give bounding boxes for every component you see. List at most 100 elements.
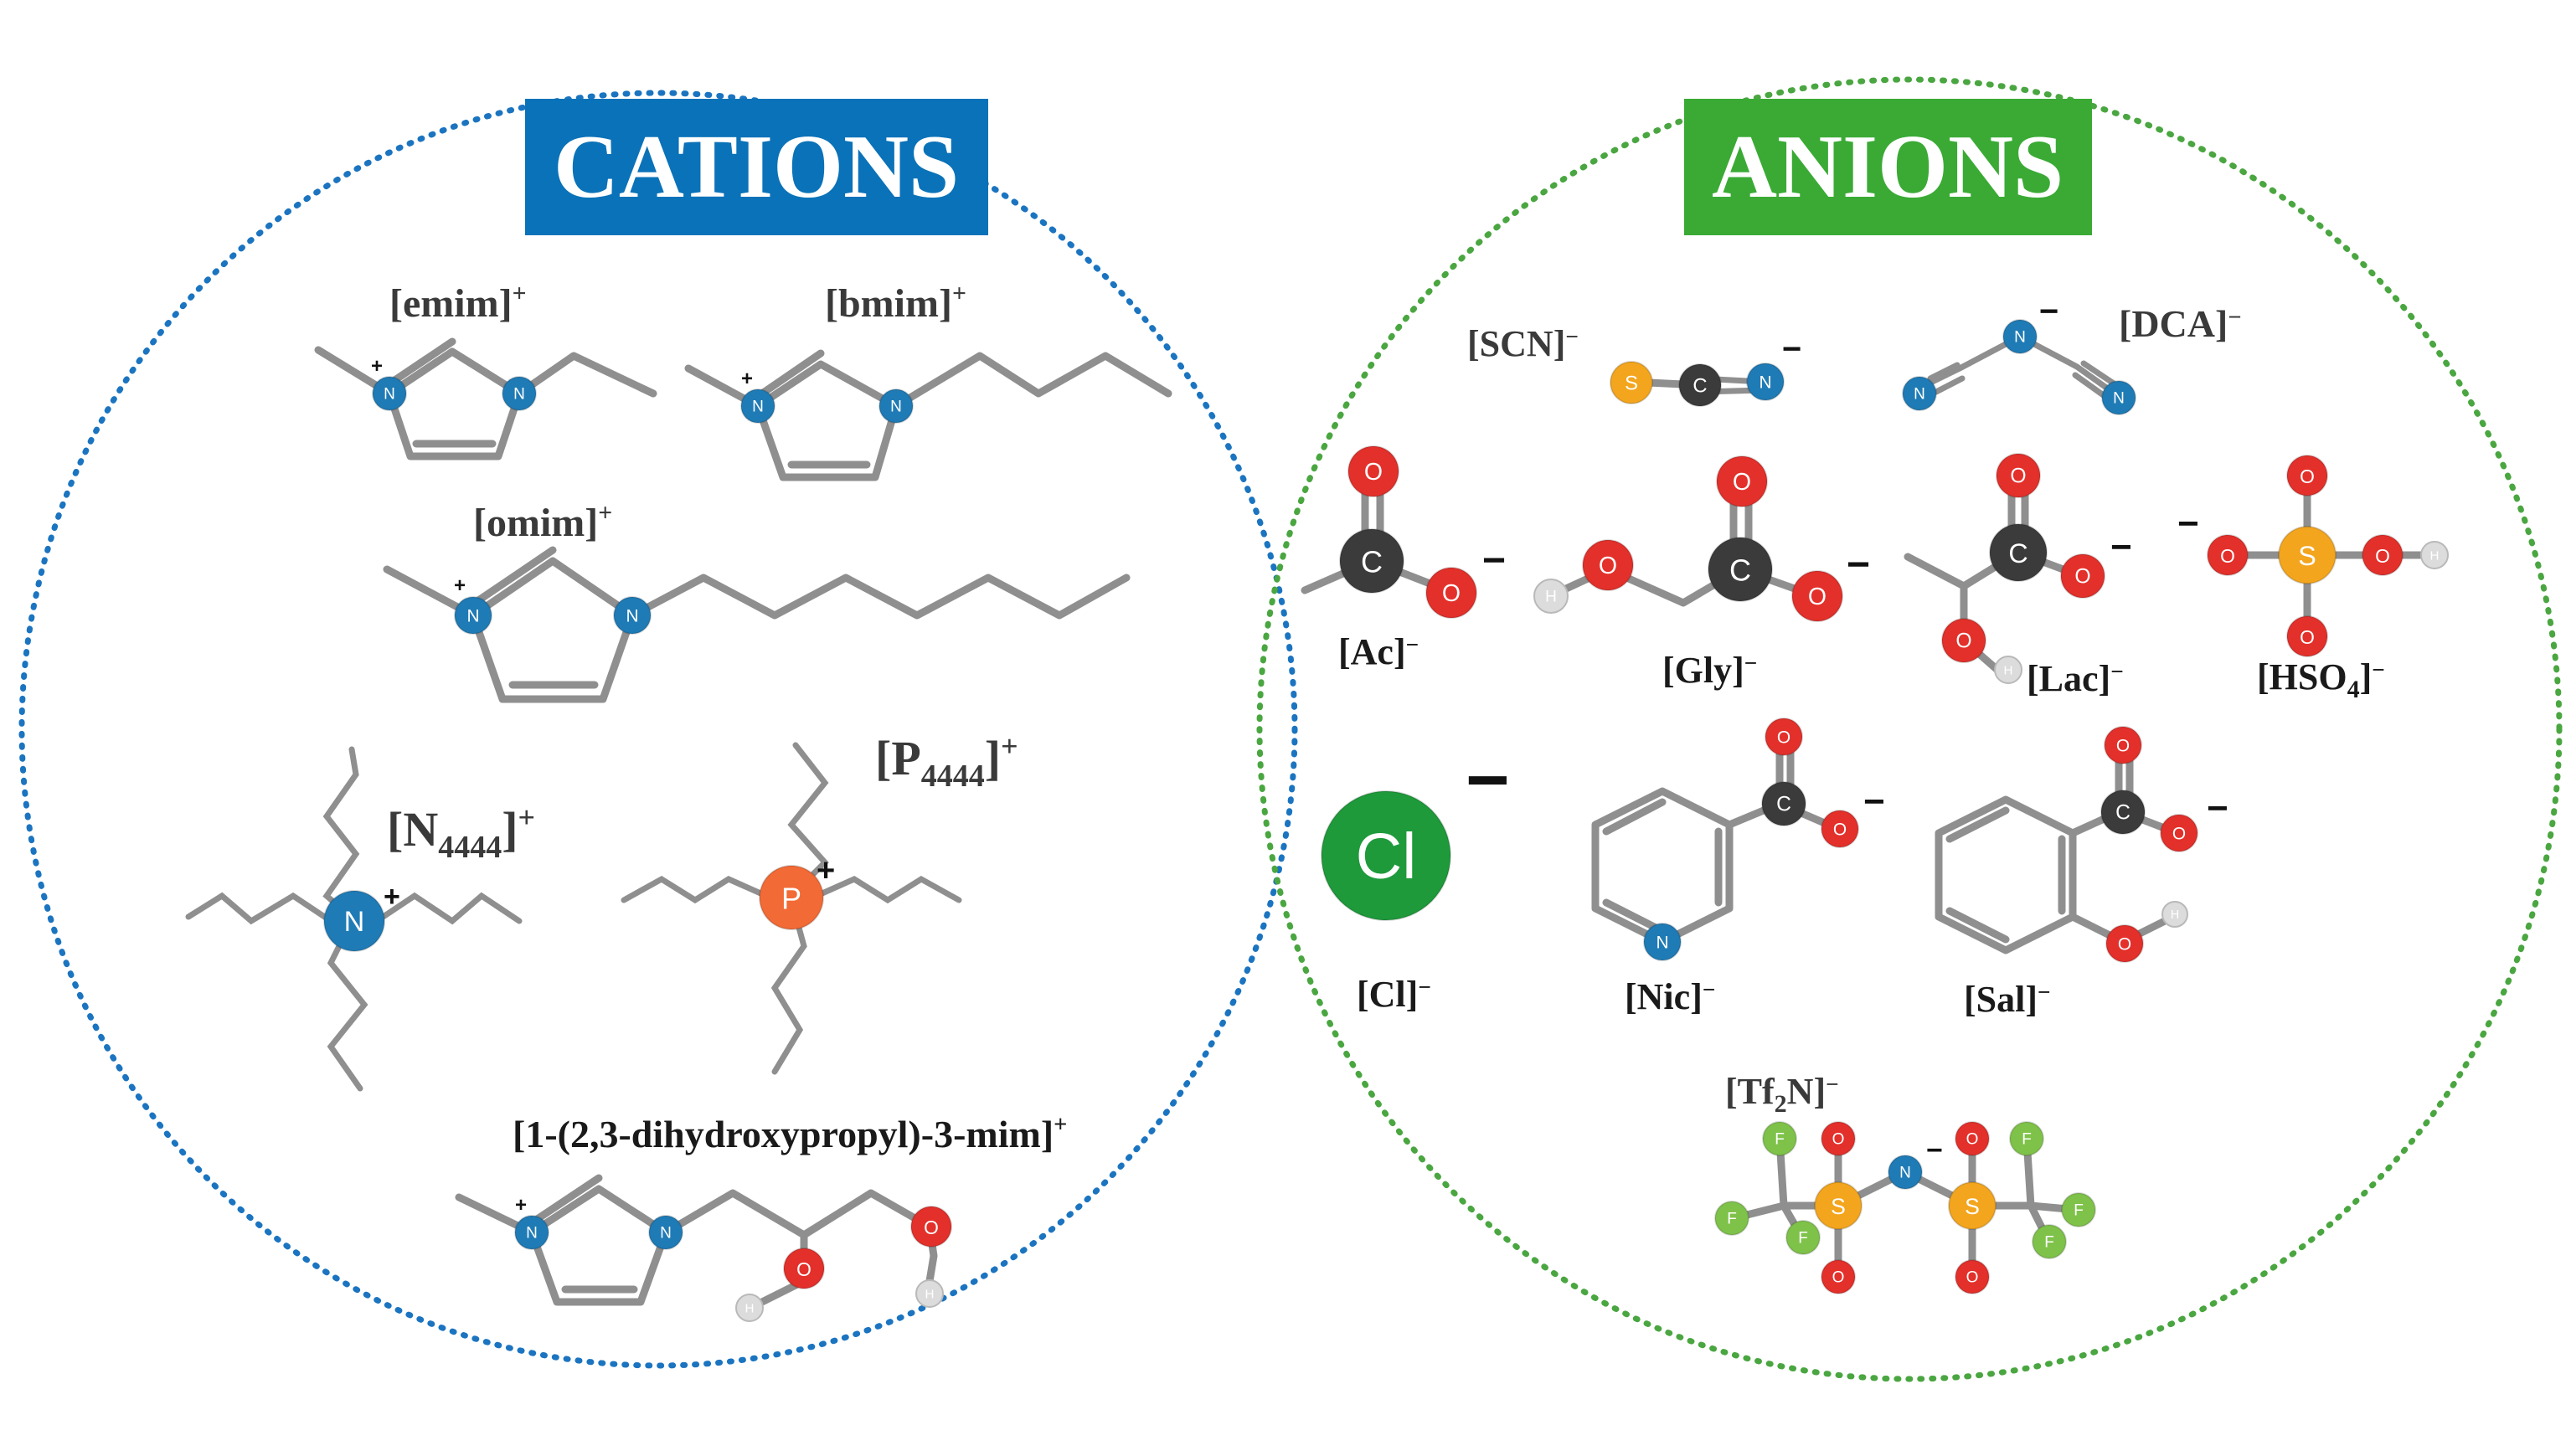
o-atom	[1765, 718, 1803, 756]
f-atom	[1785, 1220, 1821, 1255]
f-atom	[2032, 1224, 2067, 1259]
atom-symbol: O	[1832, 1131, 1845, 1149]
emim-structure: N N +	[314, 337, 657, 460]
atom-symbol: O	[2300, 466, 2315, 487]
tf2n-structure: F F F O O S N S O O F F F −	[1714, 1121, 2096, 1294]
atom-symbol: H	[2430, 549, 2440, 563]
atom-symbol: F	[1775, 1131, 1785, 1149]
s-atom	[2278, 526, 2337, 584]
o-atom	[2362, 534, 2404, 576]
atom-symbol: F	[1727, 1211, 1737, 1228]
bmim-label: [bmim]+	[825, 280, 966, 326]
atom-symbol: O	[1808, 584, 1826, 610]
atom-symbol: N	[526, 1225, 538, 1242]
minus-sign: −	[2207, 788, 2228, 829]
o-atom	[1716, 455, 1768, 507]
dhp-mim-structure: N N O O H H +	[455, 1174, 952, 1322]
atom-symbol: F	[2044, 1234, 2054, 1252]
atom-symbol: O	[2375, 545, 2390, 567]
minus-sign: −	[1926, 1134, 1943, 1166]
gly-label: [Gly]−	[1662, 650, 1757, 691]
plus-sign: +	[384, 881, 400, 913]
atom-symbol: F	[1798, 1230, 1808, 1248]
atom-symbol: N	[660, 1225, 672, 1242]
atom-symbol: N	[384, 386, 395, 404]
atom-symbol: O	[1442, 580, 1461, 607]
cations-header: CATIONS	[525, 99, 988, 235]
o-atom	[2286, 615, 2328, 657]
n-atom	[1902, 376, 1937, 411]
n4444-label: [N4444]+	[387, 800, 535, 865]
atom-symbol: N	[1914, 386, 1925, 404]
atom-symbol: O	[1966, 1269, 1979, 1287]
gly-structure: H O O C O −	[1533, 455, 1870, 622]
minus-sign: −	[1863, 781, 1885, 822]
dhp-mim-label: [1-(2,3-dihydroxypropyl)-3-mim]+	[513, 1112, 1067, 1155]
atom-symbol: N	[626, 607, 638, 626]
o-atom	[1425, 567, 1477, 619]
atom-symbol: Cl	[1356, 821, 1417, 893]
h-atom	[2420, 541, 2449, 569]
dca-structure: N N N −	[1902, 293, 2136, 415]
o-atom	[1821, 810, 1859, 848]
o-atom	[1791, 570, 1843, 622]
atom-symbol: C	[2008, 538, 2027, 569]
ac-structure: O C O −	[1301, 445, 1506, 619]
atom-symbol: O	[2300, 626, 2315, 648]
atom-symbol: H	[2171, 908, 2179, 922]
bmim-structure: N N +	[684, 349, 1172, 481]
atom-symbol: S	[1965, 1194, 1980, 1219]
anions-header-text: ANIONS	[1712, 117, 2063, 217]
c-atom	[1761, 781, 1806, 826]
n-atom	[648, 1215, 683, 1250]
o-atom	[783, 1248, 825, 1289]
n-atom	[1643, 923, 1682, 961]
atom-symbol: H	[925, 1288, 935, 1302]
atom-symbol: N	[1759, 373, 1771, 393]
o-atom	[1996, 453, 2041, 498]
scn-label: [SCN]−	[1467, 323, 1579, 364]
omim-structure: N N +	[383, 546, 1131, 703]
p4444-structure: P +	[621, 742, 962, 1075]
atom-symbol: O	[1599, 553, 1617, 579]
nic-structure: O C O N −	[1591, 718, 1885, 961]
atom-symbol: O	[1733, 469, 1751, 496]
s-atom	[1814, 1181, 1863, 1230]
minus-sign: −	[2039, 293, 2058, 330]
sal-label: [Sal]−	[1964, 979, 2051, 1020]
lac-structure: O C O O H −	[1904, 453, 2132, 684]
atom-symbol: O	[2220, 545, 2235, 567]
o-atom	[2207, 534, 2249, 576]
ac-label: [Ac]−	[1338, 631, 1419, 672]
n-atom	[454, 596, 492, 635]
plus-sign: +	[454, 574, 466, 597]
o-atom	[1347, 445, 1399, 497]
cl-structure: Cl −	[1321, 738, 1510, 921]
p-atom	[759, 865, 824, 930]
n4444-structure: N +	[185, 746, 523, 1092]
o-atom	[1821, 1121, 1856, 1156]
atom-symbol: S	[1625, 373, 1638, 395]
plus-sign: +	[817, 853, 835, 888]
atom-symbol: H	[1545, 589, 1557, 606]
lac-label: [Lac]−	[2027, 658, 2124, 699]
hso4-label: [HSO4]−	[2257, 656, 2385, 703]
f-atom	[2061, 1192, 2096, 1227]
n-atom	[613, 596, 652, 635]
n-atom	[1746, 363, 1785, 401]
atom-symbol: N	[1656, 934, 1668, 953]
atom-symbol: O	[1833, 821, 1847, 840]
h-atom	[2161, 901, 2188, 928]
atom-symbol: H	[745, 1302, 755, 1316]
cations-header-text: CATIONS	[554, 117, 959, 217]
o-atom	[2105, 924, 2144, 963]
minus-sign: −	[1466, 738, 1510, 822]
plus-sign: +	[515, 1194, 527, 1217]
atom-symbol: O	[2118, 935, 2131, 954]
atom-symbol: O	[924, 1217, 939, 1238]
f-atom	[1762, 1121, 1797, 1156]
atom-symbol: C	[2115, 802, 2130, 825]
atom-symbol: F	[2022, 1131, 2032, 1149]
s-atom	[1948, 1181, 1997, 1230]
atom-symbol: O	[1364, 459, 1383, 486]
